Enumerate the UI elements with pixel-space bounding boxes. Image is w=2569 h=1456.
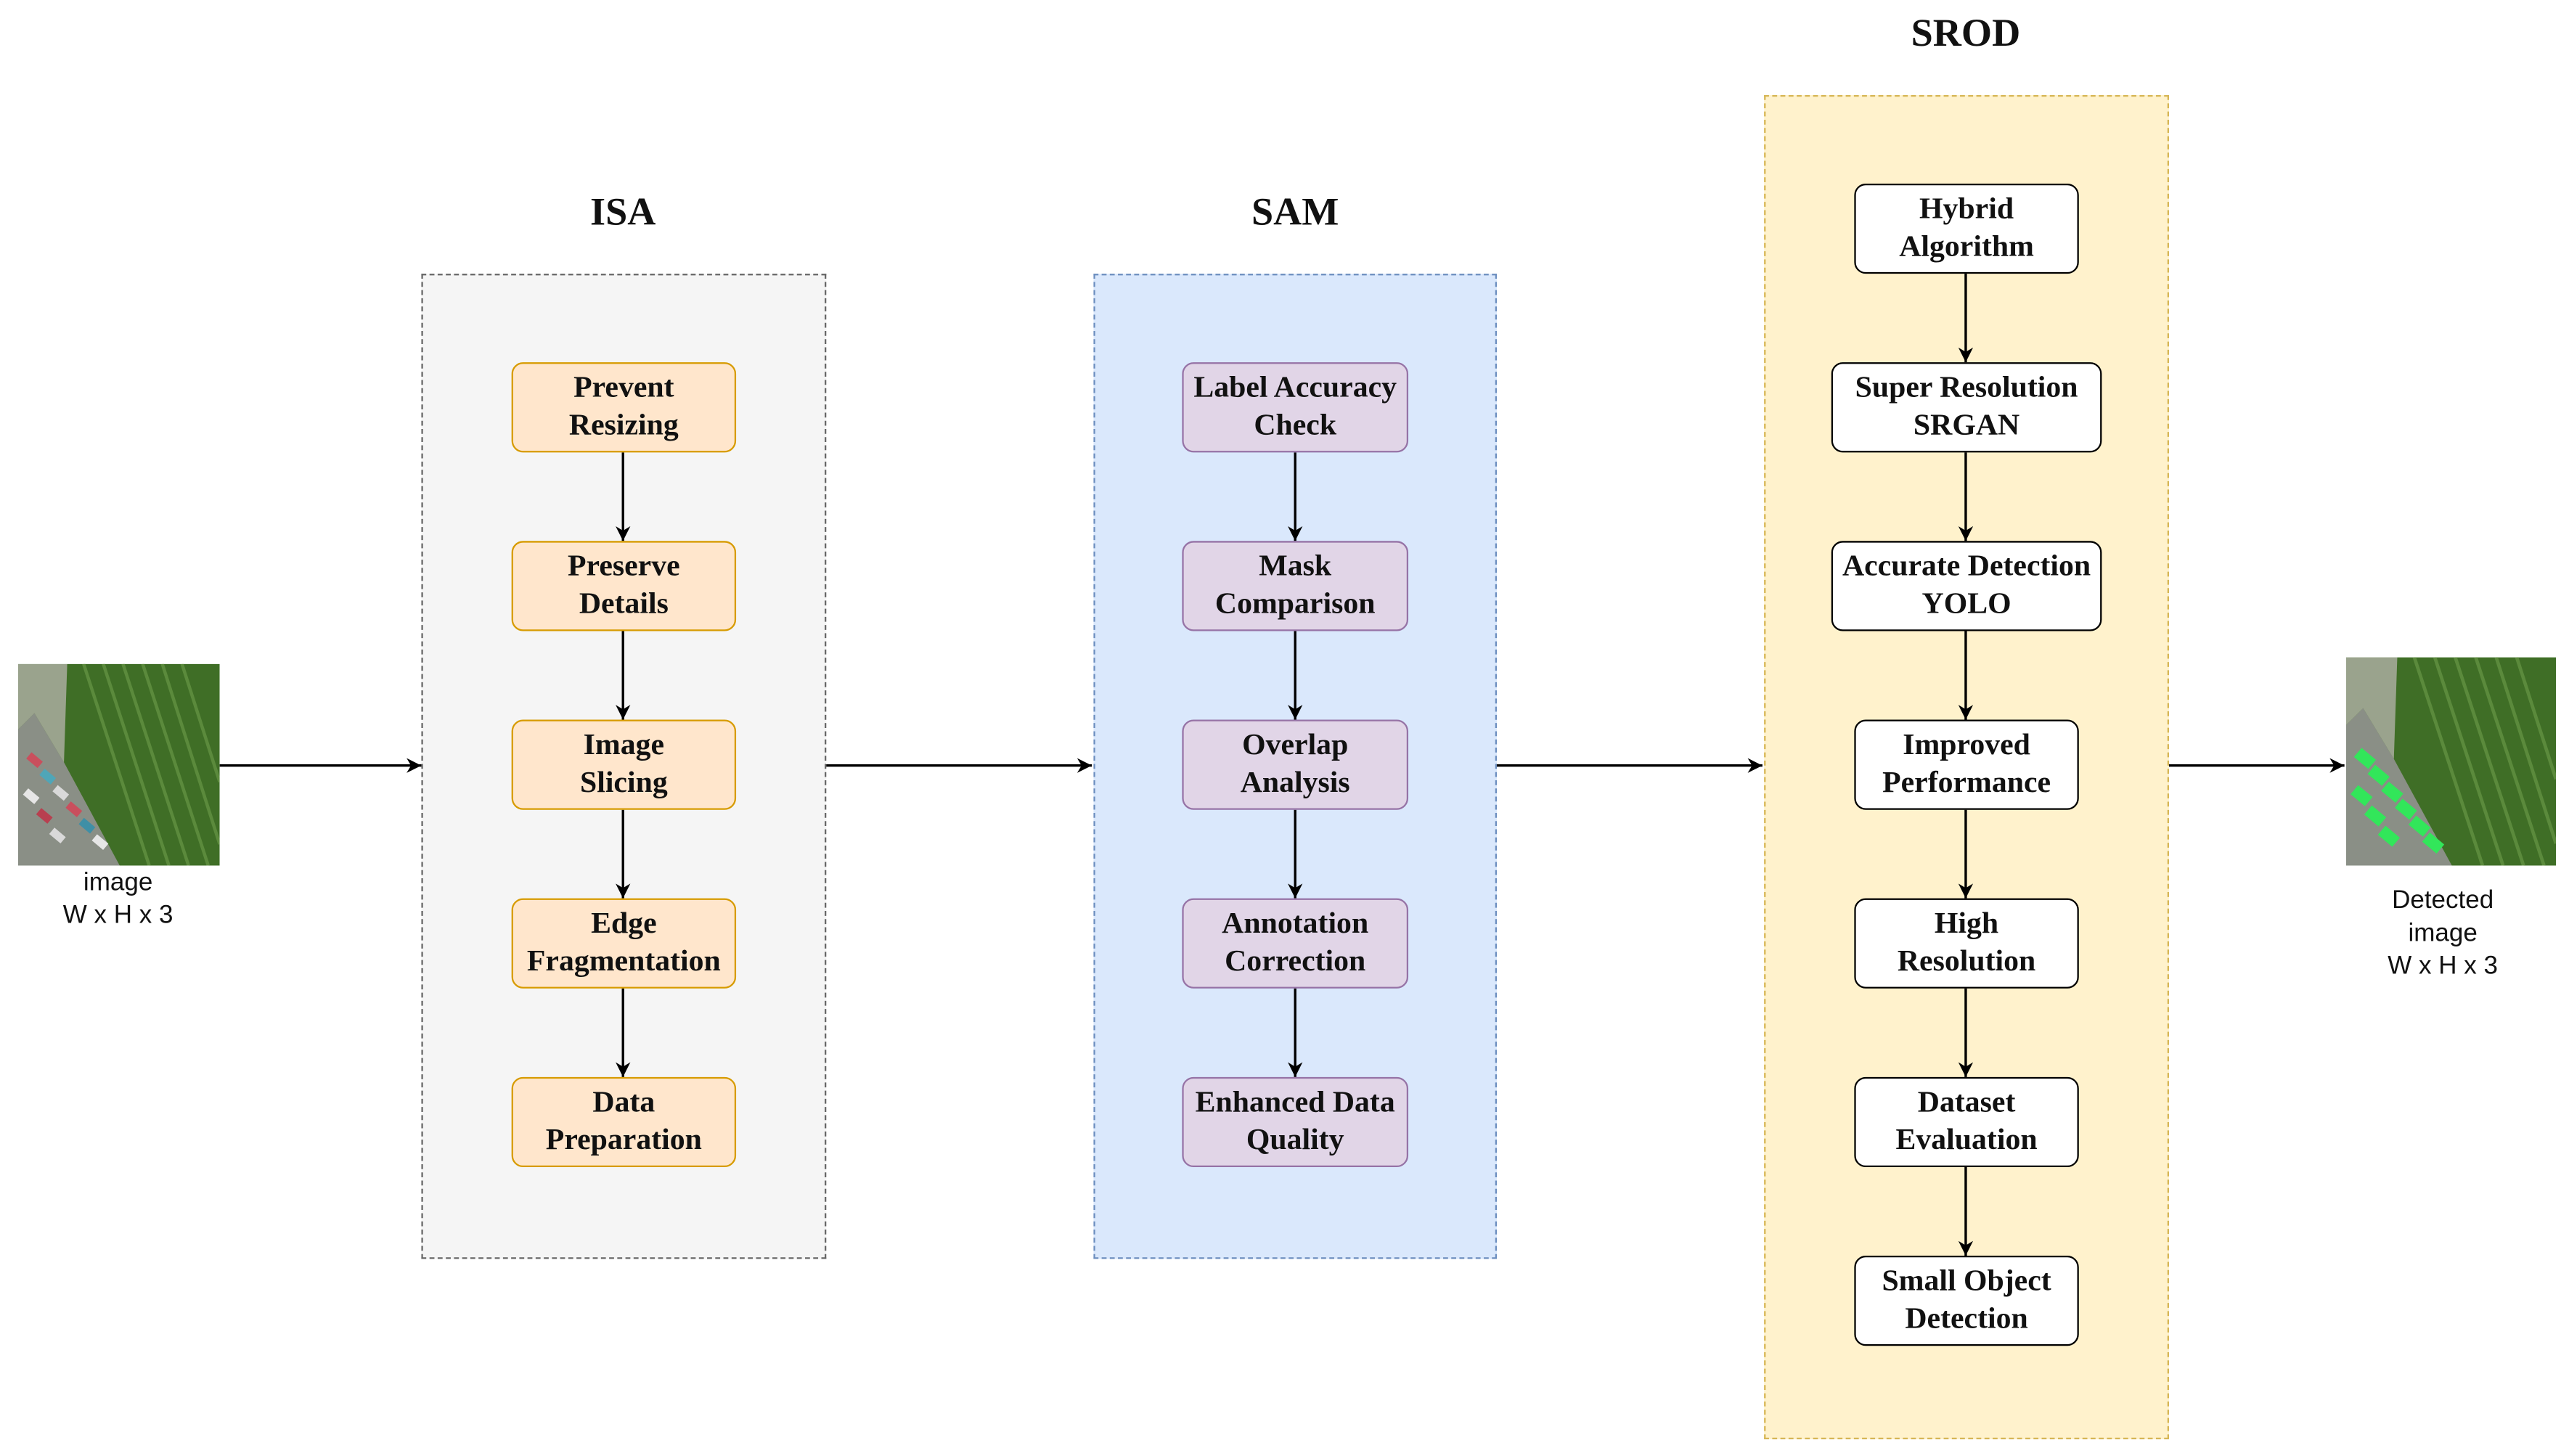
srod-title: SROD [1911,13,2021,56]
output-caption: Detected image W x H x 3 [2388,886,2499,981]
input-caption: image W x H x 3 [62,869,173,930]
isa-title: ISA [590,192,656,234]
output-detected-image [2345,657,2557,866]
sam-title: SAM [1251,192,1339,234]
input-aerial-image [17,663,220,866]
